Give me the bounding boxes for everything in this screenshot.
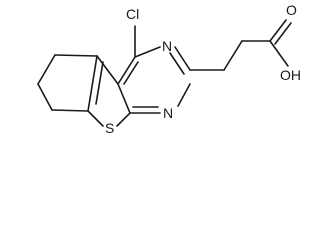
bond <box>51 109 89 112</box>
thiophene-ring <box>87 55 131 127</box>
molecule-structure-diagram: Cl N N S O OH <box>37 2 301 136</box>
bond <box>134 46 161 58</box>
nitrogen-atom-label: N <box>163 105 173 121</box>
bond <box>274 22 292 45</box>
bond <box>174 46 191 71</box>
bond <box>37 54 56 85</box>
bond <box>96 55 119 85</box>
bond <box>269 40 289 67</box>
bond <box>87 55 98 112</box>
bond <box>177 83 191 107</box>
bond <box>116 112 131 127</box>
bond <box>123 61 139 85</box>
propanoic-acid-chain <box>189 19 292 71</box>
bond <box>117 83 131 114</box>
bond <box>87 110 104 127</box>
bond <box>269 19 287 42</box>
bond <box>169 52 185 75</box>
carbonyl-oxygen-label: O <box>286 2 297 18</box>
sulfur-atom-label: S <box>105 120 114 136</box>
chlorine-atom-label: Cl <box>126 6 139 22</box>
cyclopentane-ring <box>37 54 98 112</box>
bond <box>37 83 53 111</box>
bond <box>117 56 136 85</box>
pyrimidine-ring <box>117 46 191 114</box>
bond <box>54 54 98 57</box>
hydroxyl-group-label: OH <box>280 67 301 83</box>
bond <box>95 61 104 105</box>
bond <box>223 40 243 71</box>
nitrogen-atom-label: N <box>162 38 172 54</box>
